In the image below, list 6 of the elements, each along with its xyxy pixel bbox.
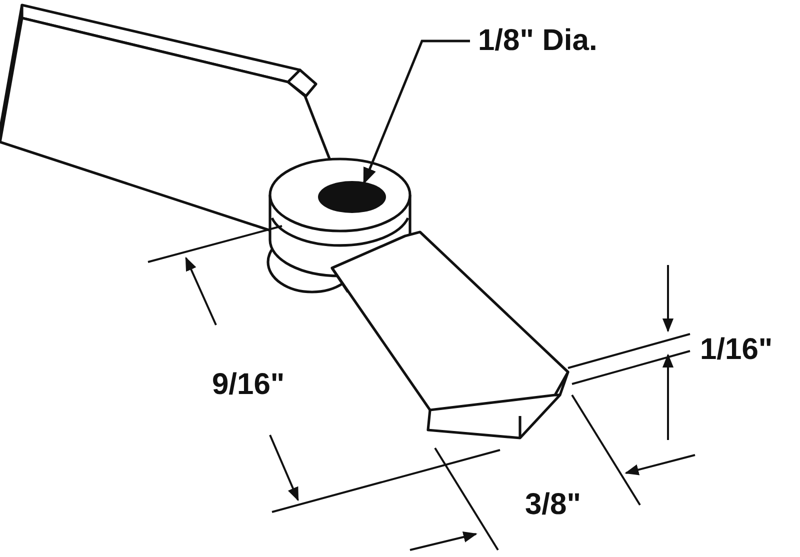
leader-line [362, 40, 470, 185]
dimension-label: 3/8" [525, 490, 581, 520]
hole [318, 181, 386, 213]
dimension-label: 1/16" [700, 335, 773, 365]
dimension-label: 1/8" Dia. [478, 26, 598, 56]
dimension-label: 9/16" [212, 370, 285, 400]
